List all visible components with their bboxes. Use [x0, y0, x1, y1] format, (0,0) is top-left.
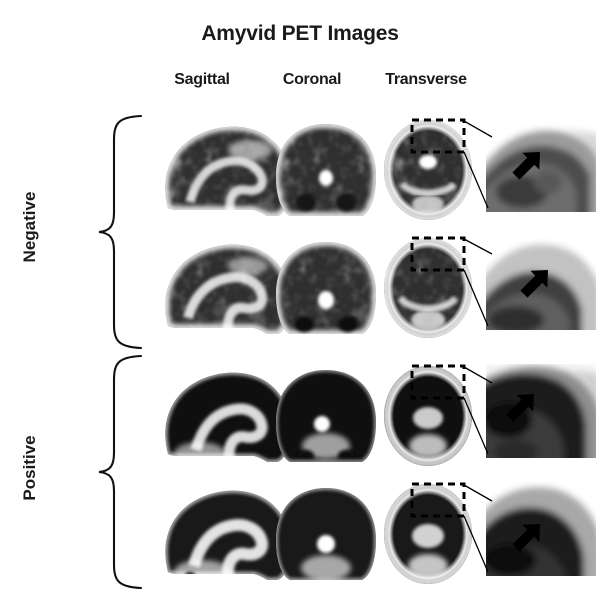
leader-line-positive-case-1-top [463, 366, 493, 384]
column-header-coronal: Coronal [282, 71, 342, 88]
brace-positive [98, 354, 143, 590]
leader-line-positive-case-1-bottom [463, 397, 489, 455]
leader-line-negative-case-2-top [463, 238, 493, 255]
arrow-down-left-icon [512, 524, 540, 552]
roi-box-positive-case-1 [410, 364, 466, 400]
scan-positive-case-1-coronal [276, 370, 376, 462]
inset-panels [486, 118, 596, 576]
group-label-negative: Negative [20, 191, 39, 263]
arrow-down-left-icon [520, 270, 548, 298]
page-title: Amyvid PET Images [201, 22, 399, 45]
arrow-annotations [506, 152, 548, 552]
scan-grid [165, 120, 472, 584]
roi-annotations [410, 118, 493, 573]
roi-box-negative-case-2 [410, 236, 466, 272]
scan-negative-case-1-coronal [276, 124, 376, 216]
leader-line-positive-case-2-bottom [463, 515, 489, 573]
scan-negative-case-1-transverse [384, 120, 472, 220]
inset-positive-case-1 [486, 364, 596, 458]
leader-line-positive-case-2-top [463, 484, 493, 502]
leader-line-negative-case-1-bottom [463, 151, 489, 209]
scan-positive-case-2-coronal [276, 488, 376, 580]
scan-positive-case-1-transverse [384, 366, 472, 466]
scan-negative-case-2-coronal [276, 242, 376, 334]
scan-positive-case-2-transverse [384, 484, 472, 584]
inset-negative-case-2 [486, 236, 596, 330]
brace-negative [98, 114, 143, 350]
group-braces [98, 114, 143, 590]
roi-box-positive-case-2 [410, 482, 466, 518]
column-header-sagittal: Sagittal [174, 71, 230, 88]
scan-negative-case-2-sagittal [165, 244, 291, 334]
arrow-down-left-icon [506, 394, 534, 422]
arrow-down-left-icon [512, 152, 540, 180]
group-label-positive: Positive [20, 435, 39, 501]
scan-negative-case-1-sagittal [165, 126, 291, 216]
scan-negative-case-2-transverse [384, 238, 472, 338]
inset-positive-case-2 [486, 482, 596, 576]
inset-negative-case-1 [486, 118, 596, 212]
leader-line-negative-case-1-top [463, 120, 493, 138]
column-header-transverse: Transverse [385, 71, 467, 88]
roi-box-negative-case-1 [410, 118, 466, 154]
scan-positive-case-1-sagittal [165, 372, 291, 462]
leader-line-negative-case-2-bottom [463, 269, 489, 327]
scan-positive-case-2-sagittal [165, 490, 291, 580]
